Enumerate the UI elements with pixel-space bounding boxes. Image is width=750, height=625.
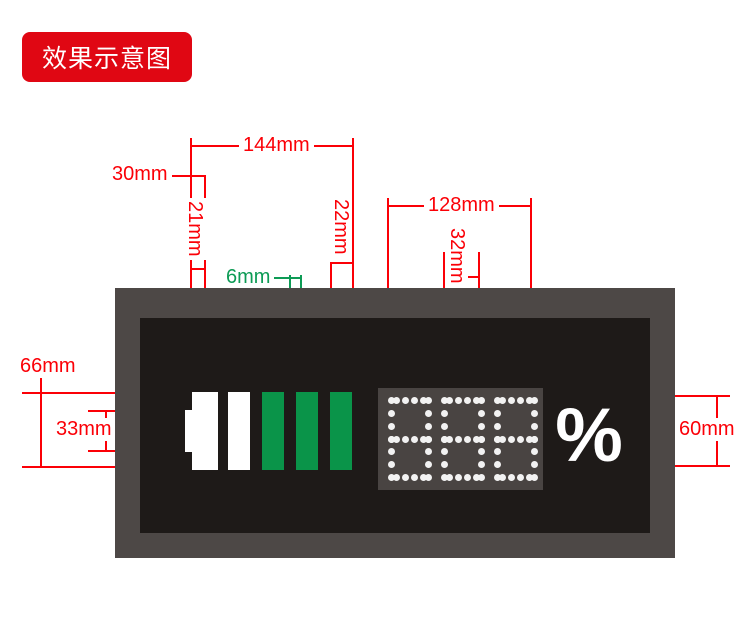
battery-segment-1 bbox=[228, 392, 250, 470]
dim-66mm-bracket bbox=[40, 375, 42, 468]
battery-segment-2 bbox=[262, 392, 284, 470]
dim-21mm-bracket bbox=[190, 268, 206, 270]
effect-diagram-badge: 效果示意图 bbox=[22, 32, 192, 82]
led-digit-1 bbox=[388, 397, 432, 481]
battery-segment-4 bbox=[330, 392, 352, 470]
dim-6mm-label: 6mm bbox=[222, 266, 275, 289]
dim-21mm-label: 21mm bbox=[183, 198, 206, 260]
dim-22mm-label: 22mm bbox=[329, 196, 352, 258]
badge-label: 效果示意图 bbox=[41, 44, 172, 73]
dim-60mm-label: 60mm bbox=[675, 418, 739, 441]
dim-33mm-label: 33mm bbox=[52, 418, 116, 441]
percent-symbol: % bbox=[555, 393, 623, 478]
led-readout-panel bbox=[378, 388, 543, 490]
dim-66mm-label: 66mm bbox=[16, 355, 80, 378]
dim-22mm-bracket bbox=[330, 262, 354, 264]
dim-128mm-label: 128mm bbox=[424, 194, 499, 217]
battery-terminal-icon bbox=[185, 410, 193, 452]
dim-30mm-label: 30mm bbox=[108, 163, 172, 186]
battery-body-icon bbox=[192, 392, 218, 470]
led-digit-3 bbox=[494, 397, 538, 481]
dim-144mm-label: 144mm bbox=[239, 134, 314, 157]
dim-32mm-label: 32mm bbox=[445, 225, 468, 287]
dim-6mm-line bbox=[266, 277, 302, 279]
battery-segment-3 bbox=[296, 392, 318, 470]
led-digit-2 bbox=[441, 397, 485, 481]
